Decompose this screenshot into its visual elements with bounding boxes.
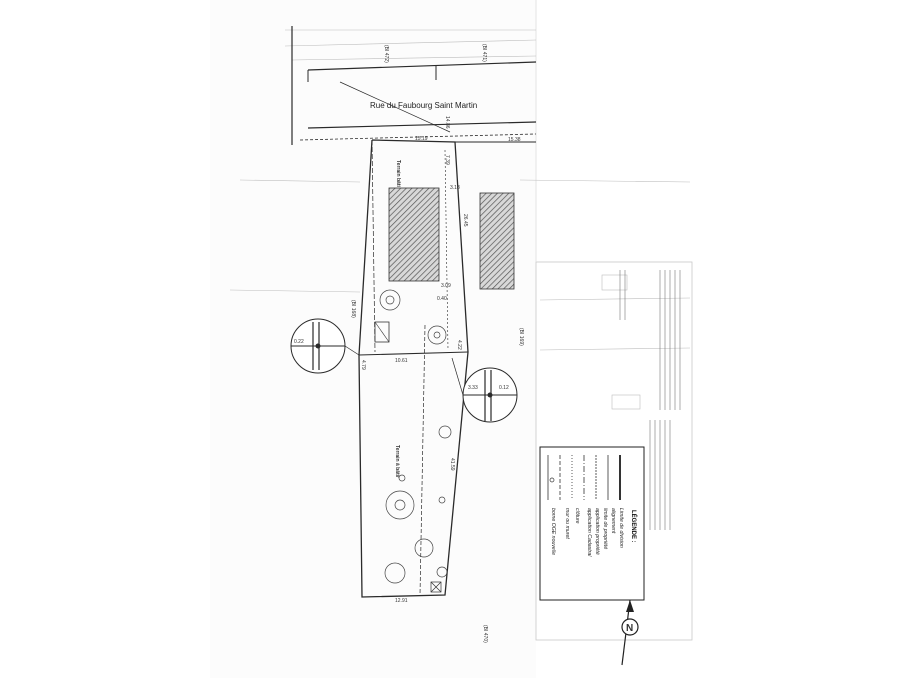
boundary-markers — [430, 581, 442, 593]
legend-item-7: borne OGE nouvelle — [550, 508, 556, 555]
street-name: Rue du Faubourg Saint Martin — [370, 101, 477, 110]
legend-item-1: alignement — [610, 508, 616, 534]
dim-040: 0.40 — [437, 296, 447, 302]
background-sheet — [210, 0, 536, 678]
inset-right-value-a: 3.33 — [468, 385, 478, 391]
legend-item-3: application propriété — [594, 508, 600, 555]
legend-item-6: mur ou muret — [564, 508, 570, 539]
parcel-ref-side-right: (BI 169) — [518, 328, 524, 346]
lot-label-upper: Terrain bâti — [395, 160, 401, 187]
dim-739: 7.39 — [444, 155, 450, 165]
small-shed — [374, 321, 390, 343]
inset-right-value-b: 0.12 — [499, 385, 509, 391]
legend-box — [539, 446, 645, 601]
dim-318: 3.18 — [450, 185, 460, 191]
dim-lot-width-mid: 10.61 — [395, 358, 408, 364]
parcel-ref-bottom-right: (BI 470) — [482, 625, 488, 643]
legend-title: LÉGENDE : — [630, 510, 638, 543]
detail-inset-left — [290, 318, 360, 374]
north-arrow — [621, 599, 639, 666]
faint-background-lines — [229, 29, 691, 410]
dim-rear-width: 12.91 — [395, 598, 408, 604]
street — [291, 26, 537, 145]
dim-street-width: 14.86 — [444, 116, 450, 129]
legend-item-5: clôture — [574, 508, 580, 524]
trees — [379, 289, 452, 584]
dim-lot-depth: 26.45 — [462, 214, 468, 227]
dim-309: 3.09 — [441, 283, 451, 289]
dim-front-right: 15.38 — [508, 137, 521, 143]
inset-left-value: 0.22 — [294, 339, 304, 345]
existing-building-on-lot — [388, 187, 440, 282]
parcel-ref-top-right: (BI 471) — [481, 44, 487, 62]
shed-cross — [374, 321, 390, 343]
dim-side-length: 41.59 — [449, 458, 455, 471]
dim-422: 4.22 — [456, 340, 462, 350]
parcel-ref-top-left: (BI 472) — [383, 45, 389, 63]
legend-item-0: Limite de division — [618, 508, 624, 548]
parcel-ref-side-left: (BI 168) — [350, 300, 356, 318]
dim-479: 4.79 — [360, 360, 366, 370]
north-arrow-label: N — [626, 623, 633, 634]
rotated-notes-block — [619, 270, 681, 530]
legend-item-2: limite de propriété — [602, 508, 608, 549]
neighbouring-building — [479, 192, 515, 290]
dim-front-left: 15.19 — [415, 136, 428, 142]
lot-label-lower: Terrain à bâtir — [394, 445, 400, 478]
detail-inset-right — [451, 357, 518, 423]
legend-item-4: application Cadastral — [586, 508, 592, 557]
